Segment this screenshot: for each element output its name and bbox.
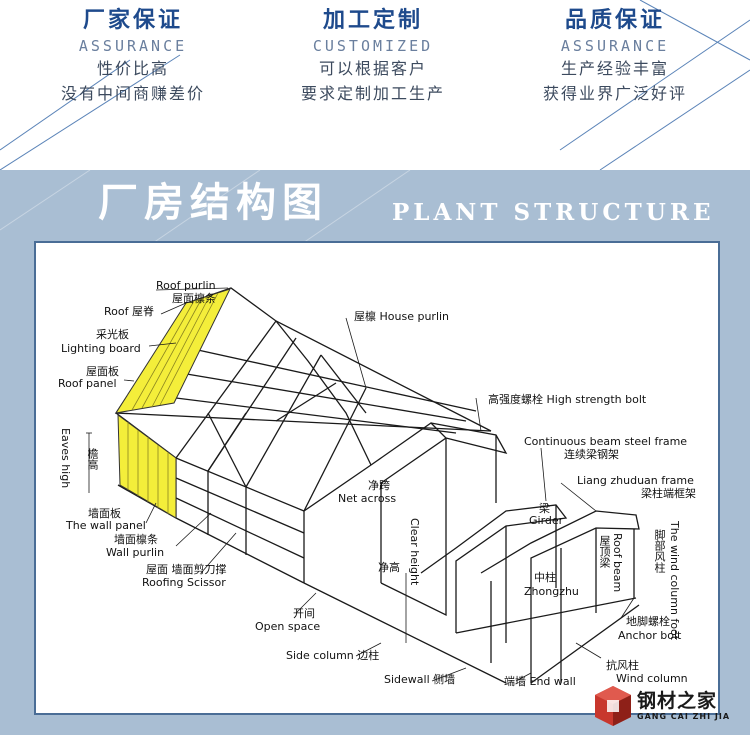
clear-height-cn: 净高 bbox=[378, 561, 400, 574]
band-decor bbox=[0, 170, 411, 245]
net-across-cn: 净跨 bbox=[368, 479, 390, 492]
column-line-2: 没有中间商赚差价 bbox=[60, 84, 205, 103]
decorative-lines bbox=[0, 0, 750, 170]
clear-height-en: Clear height bbox=[408, 518, 421, 586]
wall-purlin-en: Wall purlin bbox=[106, 546, 165, 559]
net-across-en: Net across bbox=[338, 492, 397, 505]
column-line-1: 性价比高 bbox=[96, 59, 169, 78]
lighting-board-cn: 采光板 bbox=[96, 328, 129, 341]
cube-logo-icon bbox=[595, 686, 631, 726]
column-title: 加工定制 bbox=[322, 8, 423, 33]
section-title-cn: 厂房结构图 bbox=[98, 180, 328, 226]
wind-column-foot-cn: 脚部风柱 bbox=[653, 529, 666, 573]
girder-cn: 梁 bbox=[539, 502, 550, 515]
header-band: 厂家保证 ASSURANCE 性价比高 没有中间商赚差价 加工定制 CUSTOM… bbox=[0, 0, 750, 170]
roofing-scissor-cn: 屋面 墙面剪刀撑 bbox=[146, 563, 227, 576]
wall-purlin-cn: 墙面檩条 bbox=[114, 533, 158, 546]
column-subtitle: ASSURANCE bbox=[78, 37, 188, 55]
side-column-label: Side column 边柱 bbox=[286, 649, 380, 662]
continuous-beam-cn: 连续梁钢架 bbox=[564, 448, 619, 461]
column-title: 品质保证 bbox=[564, 8, 665, 33]
wind-column-en: Wind column bbox=[616, 672, 688, 685]
house-purlin-label: 屋檩 House purlin bbox=[354, 310, 450, 323]
wind-column-foot-en: The wind column foot bbox=[668, 521, 681, 641]
eaves-high-cn: 檐高 bbox=[86, 448, 99, 470]
quality-column: 品质保证 ASSURANCE 生产经验丰富 获得业界广泛好评 bbox=[490, 6, 740, 106]
roof-purlin-cn: 屋面檩条 bbox=[172, 292, 216, 305]
column-line-2: 获得业界广泛好评 bbox=[542, 84, 687, 103]
column-line-2: 要求定制加工生产 bbox=[300, 84, 445, 103]
wall-panel-cn: 墙面板 bbox=[88, 507, 121, 520]
roof-panel-cn: 屋面板 bbox=[86, 365, 119, 378]
customized-column: 加工定制 CUSTOMIZED 可以根据客户 要求定制加工生产 bbox=[248, 6, 498, 106]
column-line-1: 可以根据客户 bbox=[318, 59, 427, 78]
girder-en: Girder bbox=[529, 514, 564, 527]
roof-beam-en: Roof beam bbox=[611, 533, 624, 593]
wall-panel-en: The wall panel bbox=[66, 519, 146, 532]
anchor-bolt-cn: 地脚螺栓 bbox=[626, 615, 670, 628]
zhongzhu-cn: 中柱 bbox=[534, 571, 556, 584]
roofing-scissor-en: Roofing Scissor bbox=[142, 576, 226, 589]
roof-purlin-en: Roof purlin bbox=[156, 279, 216, 292]
sidewall-label: Sidewall 侧墙 bbox=[384, 673, 456, 686]
column-subtitle: ASSURANCE bbox=[560, 37, 670, 55]
liang-frame-en: Liang zhuduan frame bbox=[577, 474, 694, 487]
logo-pinyin: GANG CAI ZHI JIA bbox=[637, 712, 731, 721]
high-strength-bolt-label: 高强度螺栓 High strength bolt bbox=[488, 393, 647, 406]
end-wall-label: 端墙 End wall bbox=[504, 675, 576, 688]
continuous-beam-en: Continuous beam steel frame bbox=[524, 435, 688, 448]
section-title-en: PLANT STRUCTURE bbox=[392, 199, 715, 226]
column-line-1: 生产经验丰富 bbox=[560, 59, 669, 78]
wall-panel bbox=[117, 413, 177, 519]
roof-ridge-label: Roof 屋脊 bbox=[104, 305, 154, 318]
roof-panel-en: Roof panel bbox=[58, 377, 117, 390]
assurance-column: 厂家保证 ASSURANCE 性价比高 没有中间商赚差价 bbox=[8, 6, 258, 106]
diagram-panel: Roof purlin 屋面檩条 Roof 屋脊 采光板 Lighting bo… bbox=[34, 241, 720, 715]
zhongzhu-en: Zhongzhu bbox=[524, 585, 579, 598]
wind-column-cn: 抗风柱 bbox=[606, 659, 639, 672]
plant-structure-drawing bbox=[86, 287, 640, 684]
eaves-high-en: Eaves high bbox=[59, 428, 72, 489]
roof-beam-cn: 屋顶梁 bbox=[598, 535, 611, 568]
logo-name: 钢材之家 bbox=[637, 690, 718, 712]
lighting-board-en: Lighting board bbox=[61, 342, 141, 355]
open-space-en: Open space bbox=[255, 620, 321, 633]
open-space-cn: 开间 bbox=[293, 607, 315, 620]
brand-logo: 钢材之家 GANG CAI ZHI JIA bbox=[593, 684, 743, 730]
column-title: 厂家保证 bbox=[82, 8, 183, 33]
liang-frame-cn: 梁柱端框架 bbox=[641, 487, 696, 500]
column-subtitle: CUSTOMIZED bbox=[312, 37, 434, 55]
anchor-bolt-en: Anchor bolt bbox=[618, 629, 682, 642]
